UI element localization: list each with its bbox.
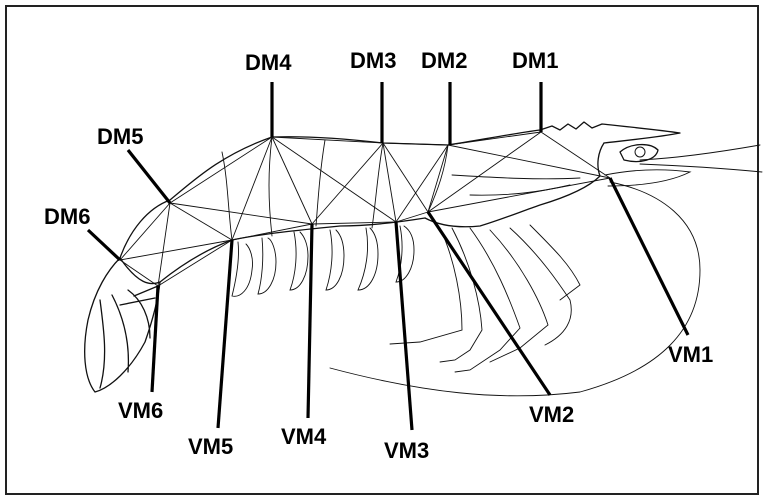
mesh-line <box>232 137 272 240</box>
leader-vm5 <box>218 240 232 428</box>
label-vm2: VM2 <box>529 402 574 427</box>
label-vm6: VM6 <box>118 398 163 423</box>
antenna-upper <box>640 145 762 172</box>
label-dm3: DM3 <box>350 48 396 73</box>
label-dm6: DM6 <box>44 204 90 229</box>
mesh-line <box>383 143 448 145</box>
label-dm5: DM5 <box>97 124 143 149</box>
mesh-line <box>428 178 610 212</box>
leader-lines <box>88 82 688 430</box>
leader-vm6 <box>152 286 158 392</box>
mesh-line <box>383 143 396 222</box>
leader-vm3 <box>396 222 412 430</box>
label-vm3: VM3 <box>384 438 429 463</box>
leader-vm2 <box>428 212 550 395</box>
mesh-line <box>120 260 158 286</box>
dorsal-outline <box>120 122 680 258</box>
pleopods <box>232 226 414 296</box>
mesh-line <box>396 145 448 222</box>
leader-dm5 <box>128 150 170 203</box>
mesh-line <box>170 203 312 224</box>
label-vm1: VM1 <box>668 342 713 367</box>
label-vm4: VM4 <box>281 424 327 449</box>
label-vm5: VM5 <box>188 434 233 459</box>
mesh-line <box>383 143 428 212</box>
mesh-line <box>272 137 312 224</box>
leader-dm6 <box>88 230 120 260</box>
label-dm4: DM4 <box>245 50 292 75</box>
tail-fan <box>85 258 160 392</box>
mesh-line <box>428 132 541 212</box>
landmark-mesh <box>120 132 610 286</box>
mesh-line <box>428 145 448 212</box>
mesh-line <box>170 203 232 240</box>
leader-vm1 <box>610 178 688 335</box>
leader-vm4 <box>308 224 312 418</box>
label-dm2: DM2 <box>421 48 467 73</box>
abdomen-segments <box>222 137 383 240</box>
label-dm1: DM1 <box>512 48 558 73</box>
carapace-lower-outline <box>425 143 604 227</box>
carapace-grooves <box>428 145 580 212</box>
mesh-line <box>158 203 170 286</box>
mesh-line <box>170 137 272 203</box>
eye-pupil <box>635 147 645 157</box>
mesh-line <box>448 132 541 145</box>
mesh-line <box>120 203 170 260</box>
shrimp-illustration <box>85 122 762 396</box>
